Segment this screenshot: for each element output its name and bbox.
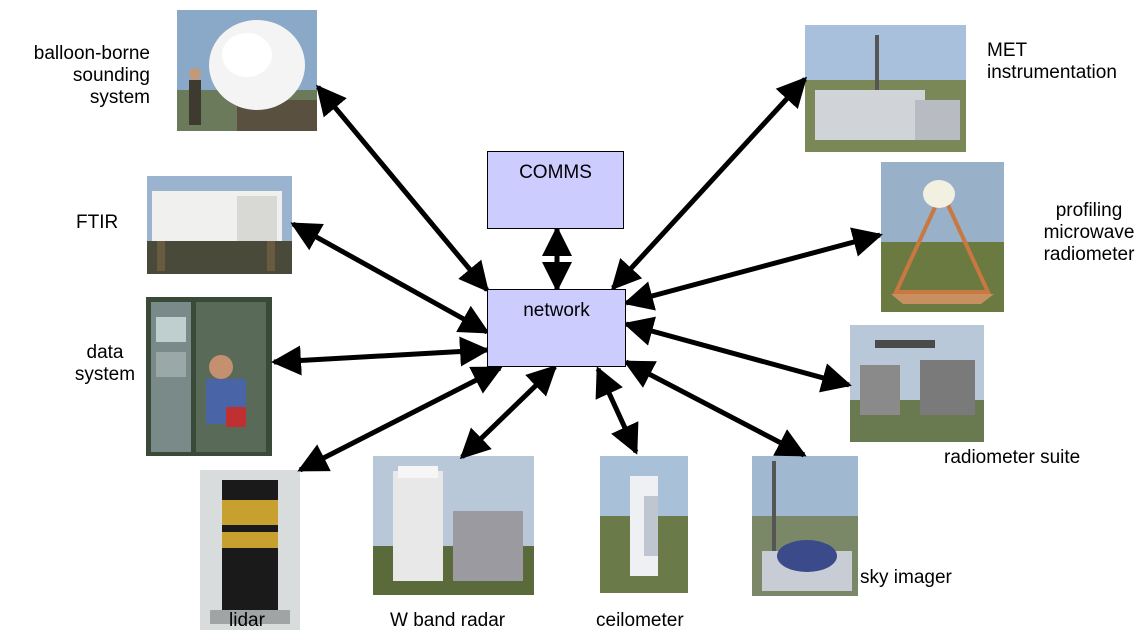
arrow-data-system — [271, 336, 490, 376]
profiling-radiometer-photo — [881, 162, 1004, 312]
label-met: MET instrumentation — [987, 40, 1117, 83]
label-data-system: data system — [74, 342, 136, 385]
data-system-photo — [146, 297, 272, 456]
label-lidar: lidar — [229, 610, 265, 631]
arrow-profiling — [623, 227, 883, 311]
label-ceilometer: ceilometer — [596, 610, 684, 631]
label-wband: W band radar — [390, 610, 506, 631]
label-balloon: balloon-borne sounding system — [33, 43, 150, 108]
network-label: network — [523, 300, 590, 321]
ftir-photo — [147, 176, 292, 274]
ceilometer-photo — [600, 456, 688, 593]
balloon-photo — [177, 10, 317, 131]
arrow-wband — [459, 364, 558, 460]
label-radiometer-suite: radiometer suite — [944, 447, 1081, 468]
network-box: network — [487, 289, 626, 367]
arrow-sky-imager — [623, 359, 807, 458]
sky-imager-photo — [752, 456, 858, 596]
label-profiling: profiling microwave radiometer — [1043, 200, 1135, 265]
arrow-met — [610, 76, 808, 291]
radiometer-suite-photo — [850, 325, 984, 442]
label-ftir: FTIR — [76, 212, 119, 233]
arrow-lidar — [297, 365, 503, 473]
comms-box: COMMS — [487, 151, 624, 229]
label-sky-imager: sky imager — [860, 567, 952, 588]
arrow-balloon — [316, 84, 489, 293]
comms-label: COMMS — [519, 162, 592, 183]
lidar-photo — [200, 470, 300, 630]
met-photo — [805, 25, 966, 152]
wband-photo — [373, 456, 534, 595]
arrow-radiometer-suite — [623, 316, 852, 393]
arrow-ftir — [290, 221, 490, 335]
arrow-ceilometer — [595, 366, 639, 455]
